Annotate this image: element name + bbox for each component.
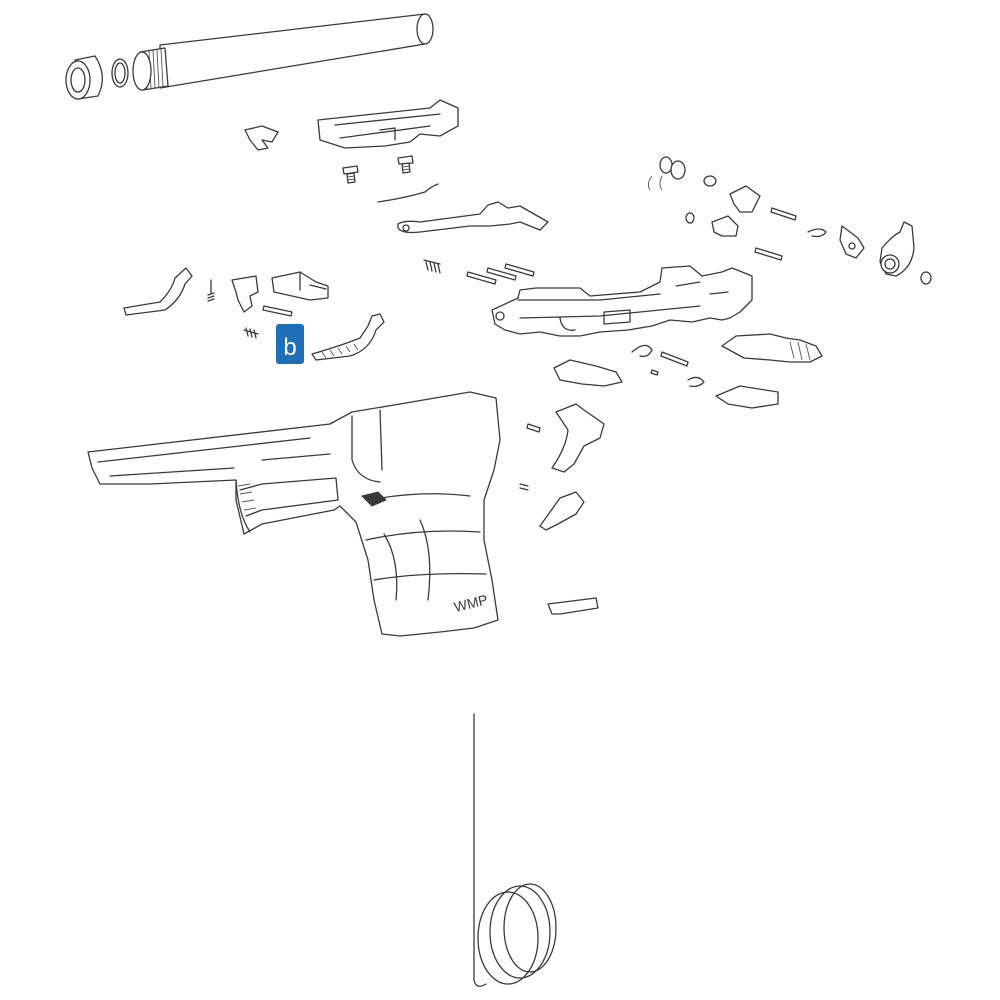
small-spring-part-a[interactable] [207, 279, 215, 302]
pin-part-b[interactable] [486, 267, 517, 281]
plunger-part[interactable] [703, 175, 717, 187]
thread-protector-part[interactable] [65, 55, 103, 100]
barrel-part[interactable] [132, 13, 434, 91]
small-spring-part-e[interactable] [519, 483, 529, 491]
locking-block-part[interactable] [317, 99, 459, 149]
o-ring-part[interactable] [111, 58, 129, 88]
torsion-spring-part[interactable] [807, 228, 827, 238]
pin-part-left[interactable] [262, 305, 293, 317]
ejector-block-part[interactable] [271, 271, 329, 301]
pin-part-e[interactable] [754, 247, 783, 261]
hammer-part[interactable] [879, 221, 915, 277]
screw-part-left[interactable] [342, 165, 359, 184]
magazine-catch-part[interactable] [553, 359, 623, 387]
screw-part-right[interactable] [397, 155, 414, 174]
magazine-release-part[interactable] [539, 491, 585, 531]
pin-part-tiny[interactable] [650, 369, 659, 376]
takedown-latch-part[interactable] [547, 597, 599, 615]
trigger-pin-part[interactable] [526, 423, 541, 433]
trigger-housing-spring-part[interactable] [631, 344, 653, 358]
pin-part-f[interactable] [660, 351, 689, 367]
trigger-part[interactable] [551, 403, 605, 473]
spring-pair-part[interactable] [647, 156, 686, 191]
highlight-tag-letter: b [283, 334, 296, 361]
highlighted-part-b[interactable]: b [276, 324, 304, 364]
sear-part[interactable] [839, 225, 865, 259]
chassis-part[interactable] [491, 265, 753, 337]
recoil-spring-part[interactable] [473, 713, 557, 987]
disconnector-part[interactable] [711, 215, 739, 237]
pin-part-d[interactable] [770, 207, 797, 221]
coil-part-small[interactable] [687, 376, 705, 388]
small-spring-part-d[interactable] [920, 271, 932, 285]
slide-stop-lever-part[interactable] [123, 267, 193, 316]
trigger-bar-spring-part[interactable] [377, 183, 439, 203]
highlight-tag[interactable] [276, 324, 304, 364]
trigger-spring-part[interactable] [311, 313, 385, 361]
recoil-spring-small-part[interactable] [423, 259, 441, 274]
small-spring-part-b[interactable] [243, 327, 259, 339]
pin-part-a[interactable] [466, 271, 497, 285]
frame-part[interactable] [87, 391, 501, 637]
takedown-lever-part[interactable] [715, 385, 779, 409]
slide-catch-lever-part[interactable] [244, 125, 279, 151]
pin-part-c[interactable] [504, 263, 535, 277]
sear-housing-part[interactable] [231, 275, 259, 313]
slide-release-part[interactable] [721, 333, 823, 363]
hammer-strut-part[interactable] [729, 185, 761, 213]
trigger-bar-part[interactable] [397, 201, 549, 234]
small-spring-part-c[interactable] [685, 212, 695, 224]
